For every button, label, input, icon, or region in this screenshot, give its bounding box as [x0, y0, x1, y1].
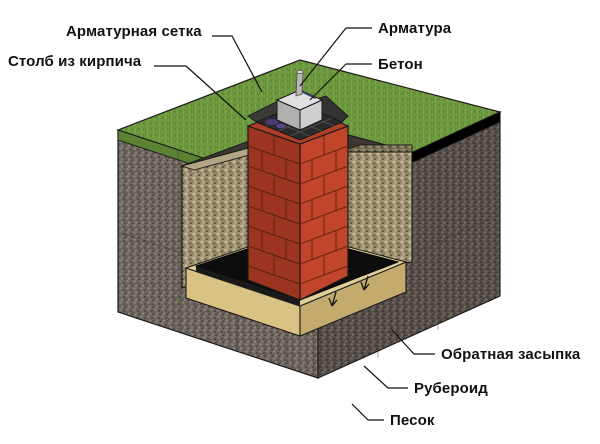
leader-reinforcing-mesh — [212, 35, 263, 93]
leader-concrete — [309, 63, 372, 101]
leader-sand — [351, 403, 384, 421]
label-sand: Песок — [390, 412, 435, 429]
leader-roofing-felt — [363, 365, 408, 389]
label-brick-column: Столб из кирпича — [8, 53, 142, 70]
brick-joints-right — [311, 135, 337, 275]
felt-edge-left — [196, 266, 300, 306]
rebar-top-cap — [296, 70, 304, 75]
mesh-tie-detail — [264, 118, 287, 129]
brick-joints-left — [261, 135, 287, 275]
label-reinforcing-mesh: Арматурная сетка — [66, 23, 202, 40]
label-rebar: Арматура — [378, 20, 452, 37]
leader-backfill — [391, 329, 435, 355]
layer-arrow-marks — [328, 275, 370, 307]
label-concrete: Бетон — [378, 56, 423, 73]
label-backfill: Обратная засыпка — [441, 346, 581, 363]
backfill-right-top — [339, 144, 413, 153]
leader-rebar — [299, 27, 372, 87]
label-roofing-felt: Рубероид — [414, 380, 488, 397]
brick-column — [247, 125, 349, 301]
leader-lines — [154, 27, 435, 421]
leader-brick-column — [154, 65, 247, 121]
